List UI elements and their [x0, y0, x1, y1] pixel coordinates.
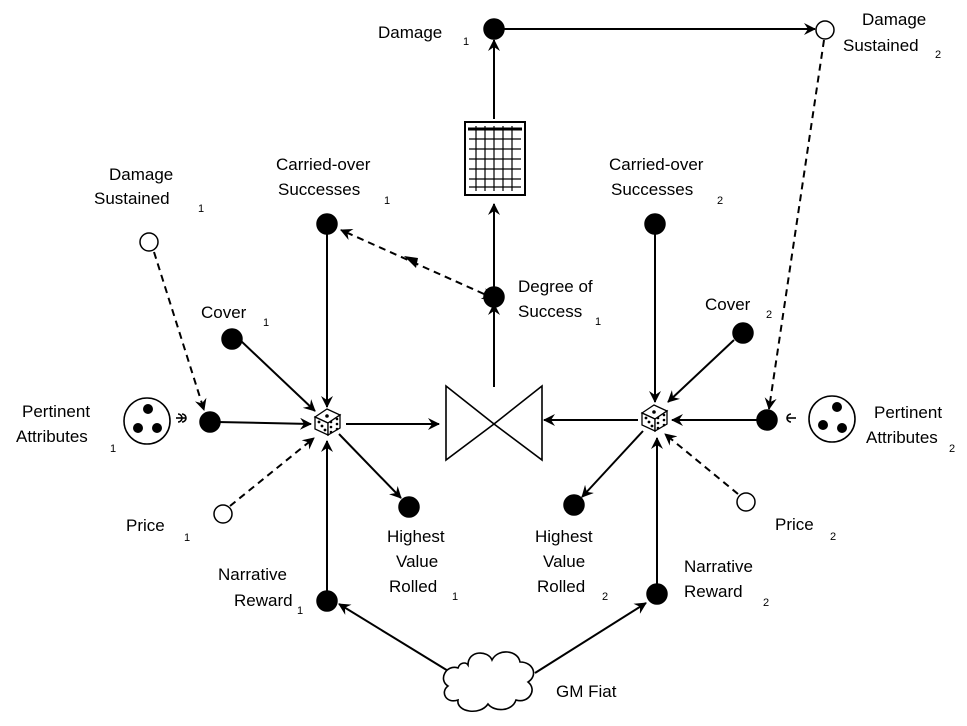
edge-damage-sustained-1-to-pertinent-1	[153, 251, 207, 411]
narrative-reward-1-label: Narrative	[218, 565, 287, 584]
damage-subscript: 1	[463, 36, 469, 48]
pertinent-attributes-2-node	[756, 409, 778, 431]
price-1-node	[213, 504, 233, 524]
damage-sustained-1-node	[139, 232, 159, 252]
carried-over-successes-2-node	[644, 213, 666, 235]
narrative-reward-2-label: Narrative	[684, 557, 753, 576]
attribute-pool-icon	[786, 395, 856, 443]
labels: Damage 1 Damage Sustained 2 Damage Susta…	[16, 10, 955, 701]
highest-value-1-label-line3: Rolled	[389, 577, 437, 596]
edge-damage-sustained-2-to-pertinent-2	[764, 39, 825, 410]
edge-price-2-to-dice-2	[664, 433, 739, 495]
cover-1-subscript: 1	[263, 317, 269, 329]
price-2-label: Price	[775, 515, 814, 534]
mid-arrowhead-dashed	[404, 256, 418, 268]
pertinent-attributes-1-node	[199, 411, 221, 433]
dice-icon	[314, 408, 341, 436]
degree-of-success-subscript: 1	[595, 316, 601, 328]
highest-value-rolled-1-node	[398, 496, 420, 518]
pertinent-attributes-1-label-line2: Attributes	[16, 427, 88, 446]
cloud-icon	[442, 651, 535, 712]
narrative-reward-1-node	[316, 590, 338, 612]
edge-gm-fiat-to-narrative-2	[534, 602, 647, 674]
highest-value-2-label-line2: Value	[543, 552, 585, 571]
carried-over-1-subscript: 1	[384, 195, 390, 207]
cover-1-node	[221, 328, 243, 350]
highest-value-2-label-line3: Rolled	[537, 577, 585, 596]
edge-dice-2-to-highest-2	[581, 430, 644, 498]
damage-sustained-1-label-line2: Sustained	[94, 189, 170, 208]
highest-value-2-subscript: 2	[602, 591, 608, 603]
damage-sustained-1-label: Damage	[109, 165, 173, 184]
cover-2-node	[732, 322, 754, 344]
damage-sustained-2-node	[815, 20, 835, 40]
degree-of-success-label: Degree of	[518, 277, 593, 296]
damage-sustained-2-subscript: 2	[935, 49, 941, 61]
carried-over-2-label: Carried-over	[609, 155, 704, 174]
attribute-pool-icon	[123, 397, 187, 445]
price-1-subscript: 1	[184, 532, 190, 544]
narrative-reward-2-node	[646, 583, 668, 605]
carried-over-1-label: Carried-over	[276, 155, 371, 174]
highest-value-1-label-line2: Value	[396, 552, 438, 571]
edge-pertinent-1-to-dice-1	[216, 417, 312, 430]
pertinent-attributes-2-subscript: 2	[949, 443, 955, 455]
pertinent-attributes-2-label: Pertinent	[874, 403, 942, 422]
edge-price-1-to-dice-1	[229, 437, 315, 507]
damage-node	[483, 18, 505, 40]
narrative-reward-2-subscript: 2	[763, 597, 769, 609]
degree-of-success-label-line2: Success	[518, 302, 582, 321]
edge-dice-1-to-highest-1	[338, 433, 402, 499]
gm-fiat-label: GM Fiat	[556, 682, 617, 701]
carried-over-2-subscript: 2	[717, 195, 723, 207]
narrative-reward-1-label-line2: Reward	[234, 591, 293, 610]
pertinent-attributes-1-label: Pertinent	[22, 402, 90, 421]
damage-sustained-2-label-line2: Sustained	[843, 36, 919, 55]
degree-of-success-node	[483, 286, 505, 308]
pertinent-attributes-2-label-line2: Attributes	[866, 428, 938, 447]
price-2-node	[736, 492, 756, 512]
highest-value-2-label: Highest	[535, 527, 593, 546]
cover-2-subscript: 2	[766, 309, 772, 321]
edges	[153, 23, 825, 678]
damage-sustained-2-label: Damage	[862, 10, 926, 29]
price-1-label: Price	[126, 516, 165, 535]
carried-over-2-label-line2: Successes	[611, 180, 693, 199]
price-2-subscript: 2	[830, 531, 836, 543]
nodes	[139, 18, 835, 612]
highest-value-rolled-2-node	[563, 494, 585, 516]
table-grid-icon	[464, 121, 526, 196]
narrative-reward-2-label-line2: Reward	[684, 582, 743, 601]
carried-over-1-label-line2: Successes	[278, 180, 360, 199]
cover-2-label: Cover	[705, 295, 751, 314]
edge-gm-fiat-to-narrative-1	[338, 603, 459, 678]
highest-value-1-subscript: 1	[452, 591, 458, 603]
edge-cover-2-to-dice-2	[667, 339, 735, 403]
bowtie-gate-icon	[445, 384, 543, 462]
pertinent-attributes-1-subscript: 1	[110, 443, 116, 455]
highest-value-1-label: Highest	[387, 527, 445, 546]
damage-sustained-1-subscript: 1	[198, 203, 204, 215]
damage-label: Damage	[378, 23, 442, 42]
carried-over-successes-1-node	[316, 213, 338, 235]
cover-1-label: Cover	[201, 303, 247, 322]
narrative-reward-1-subscript: 1	[297, 605, 303, 617]
dice-icon	[641, 404, 668, 432]
edge-cover-1-to-dice-1	[239, 339, 316, 412]
